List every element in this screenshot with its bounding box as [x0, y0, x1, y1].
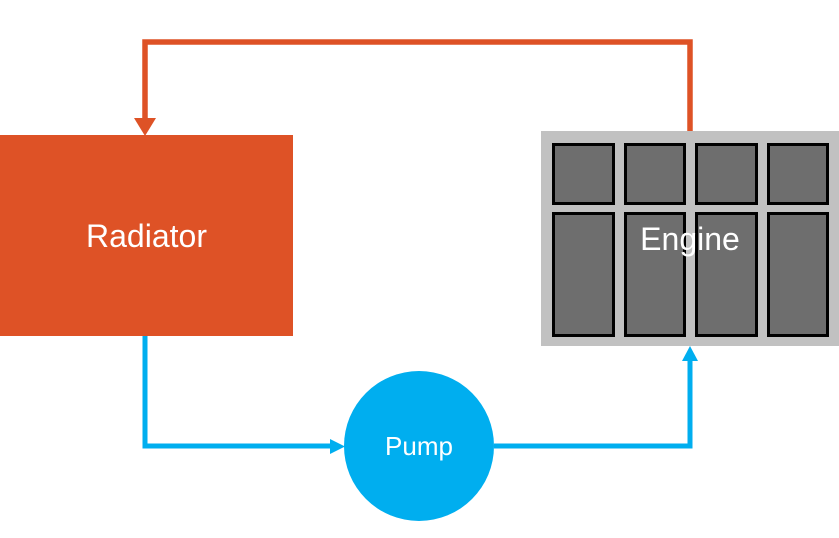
engine-cell: [695, 143, 758, 205]
engine-cell: [552, 212, 615, 337]
engine-cell: [695, 212, 758, 337]
pump-node: Pump: [344, 371, 494, 521]
hot-flow-line-engine-to-radiator: [142, 39, 693, 131]
engine-cell: [766, 143, 829, 205]
radiator-label: Radiator: [86, 217, 207, 254]
cool-flow-arrowhead-up-icon: [682, 346, 698, 361]
cool-flow-arrowhead-right-icon: [330, 439, 345, 454]
cool-flow-line-radiator-to-pump: [142, 336, 331, 449]
radiator-node: Radiator: [0, 135, 293, 336]
engine-cylinder-grid: [541, 131, 839, 346]
engine-cell: [766, 212, 829, 337]
hot-flow-arrowhead-down-icon: [134, 118, 156, 136]
cool-flow-line-pump-to-engine: [494, 360, 693, 449]
engine-cell: [552, 143, 615, 205]
engine-cell: [623, 212, 686, 337]
engine-node: Engine: [541, 131, 839, 346]
engine-cell: [623, 143, 686, 205]
pump-label: Pump: [385, 431, 453, 461]
